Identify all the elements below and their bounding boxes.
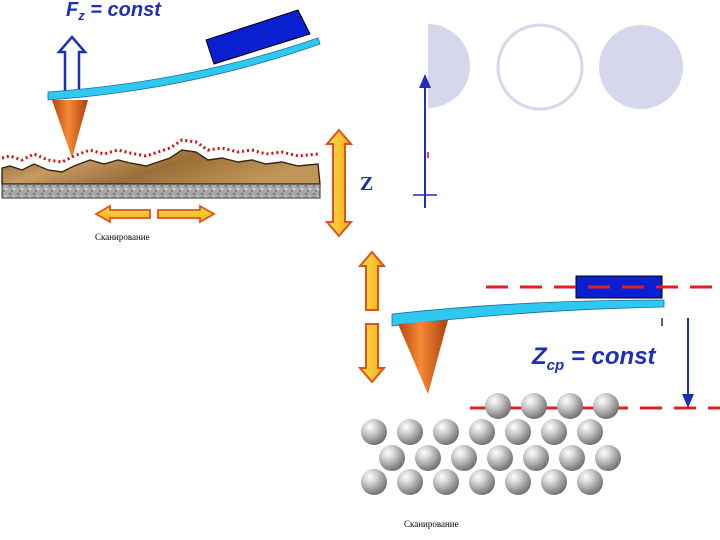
- atom-sphere: [487, 445, 513, 471]
- atom-sphere: [577, 419, 603, 445]
- bottom-formula: Zср = const: [531, 343, 657, 374]
- atom-sphere: [397, 469, 423, 495]
- atom-sphere: [505, 419, 531, 445]
- atom-sphere: [433, 469, 459, 495]
- probe-tip: [52, 100, 88, 158]
- probe-tip-bottom: [398, 320, 448, 394]
- filled-circle: [599, 25, 683, 109]
- top-scan-caption: Сканирование: [95, 232, 150, 242]
- atom-sphere: [361, 469, 387, 495]
- sample-surface: [1, 149, 321, 185]
- top-right-decor: [413, 23, 683, 208]
- atom-sphere: [415, 445, 441, 471]
- atom-sphere: [505, 469, 531, 495]
- sample-substrate: [1, 183, 321, 199]
- atom-sphere: [469, 469, 495, 495]
- atom-sphere: [593, 393, 619, 419]
- top-formula: Fz = const: [66, 0, 162, 23]
- force-arrow-icon: [56, 35, 88, 94]
- cantilever-holder: [205, 9, 311, 65]
- atom-sphere: [451, 445, 477, 471]
- z-axis-label: Z: [360, 173, 373, 195]
- atom-sphere: [523, 445, 549, 471]
- atom-sphere: [521, 393, 547, 419]
- atom-sphere: [559, 445, 585, 471]
- up-arrow-icon: [357, 250, 387, 311]
- atom-sphere: [469, 419, 495, 445]
- cantilever-bottom: [391, 299, 665, 327]
- cantilever: [47, 37, 321, 101]
- atom-sphere: [595, 445, 621, 471]
- bottom-diagram: Zср = const Сканирование: [357, 250, 720, 529]
- scan-right-arrow-icon: [157, 204, 216, 224]
- atom-sphere: [397, 419, 423, 445]
- atom-sphere: [433, 419, 459, 445]
- height-arrowhead-icon: [682, 394, 694, 408]
- scan-left-arrow-icon: [94, 204, 151, 224]
- atom-sphere: [541, 419, 567, 445]
- atom-sphere: [541, 469, 567, 495]
- axis-arrowhead-icon: [419, 74, 431, 88]
- tip-trajectory: [1, 138, 319, 164]
- bottom-scan-caption: Сканирование: [404, 519, 459, 529]
- atom-sphere: [485, 393, 511, 419]
- down-arrow-icon: [357, 323, 387, 384]
- outline-circle: [496, 23, 584, 111]
- atom-lattice: [361, 393, 621, 495]
- atom-sphere: [361, 419, 387, 445]
- top-diagram: Fz = const Z Сканирование: [1, 0, 373, 242]
- z-motion-arrow-icon: [324, 128, 354, 238]
- half-circle: [428, 24, 470, 108]
- atom-sphere: [379, 445, 405, 471]
- atom-sphere: [577, 469, 603, 495]
- atom-sphere: [557, 393, 583, 419]
